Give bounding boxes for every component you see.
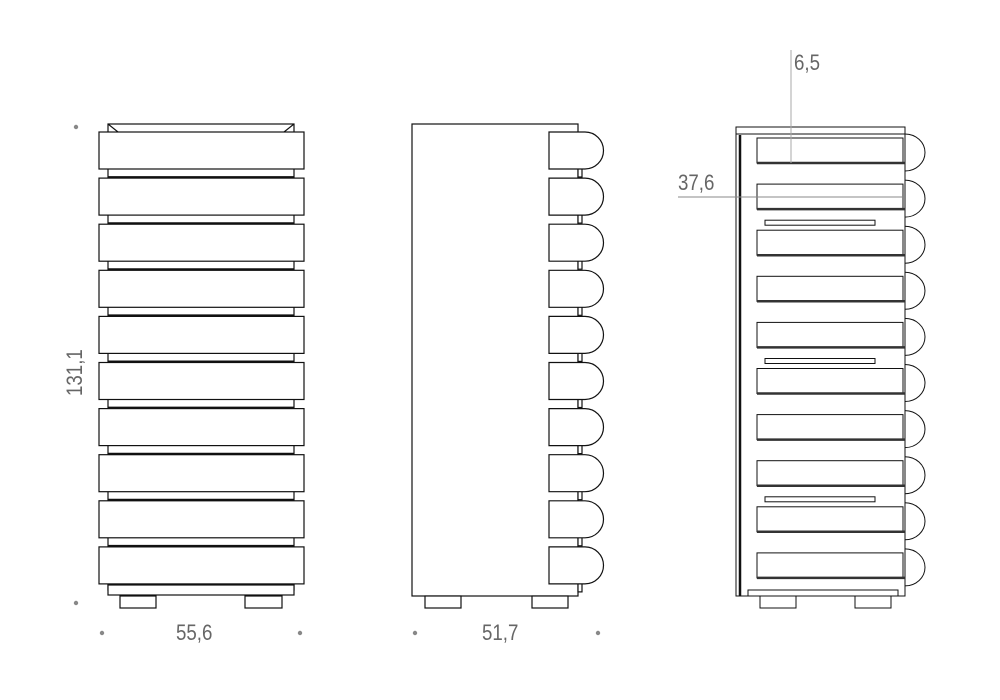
dimension-dot — [595, 630, 601, 636]
drawer-front — [98, 546, 305, 585]
drawer-profile — [548, 361, 605, 401]
drawer-box — [756, 275, 904, 302]
plinth — [107, 584, 295, 596]
section-top-dimension-label: 6,5 — [794, 50, 821, 75]
foot — [244, 595, 283, 609]
drawer-box — [756, 460, 904, 487]
handle-curve — [904, 179, 926, 218]
drawer-profile — [548, 177, 605, 216]
drawer-front — [98, 223, 305, 262]
dimension-dot — [297, 630, 303, 636]
drawer-front — [98, 269, 305, 308]
shelf-strip — [764, 219, 876, 226]
drawer-profile — [548, 454, 605, 493]
dimension-dot — [99, 630, 105, 636]
drawer-profile — [548, 269, 605, 308]
drawer-box — [756, 229, 904, 256]
handle-curve — [904, 410, 926, 449]
dimension-lines — [73, 50, 905, 636]
shelf-strip — [764, 496, 876, 503]
drawer-profile — [548, 408, 605, 447]
dimension-dot — [73, 600, 79, 606]
drawer-box — [756, 506, 904, 533]
drawer-profile — [548, 223, 605, 262]
shelf-strip — [764, 358, 876, 364]
section-plinth — [747, 589, 899, 597]
height-dimension-label: 131,1 — [62, 349, 87, 396]
drawer-box — [756, 368, 904, 394]
handle-curve — [904, 225, 926, 264]
handle-curve — [904, 364, 926, 402]
handle-curve — [904, 548, 926, 587]
drawer-front — [98, 454, 305, 493]
front-view — [98, 123, 305, 609]
handle-curve — [904, 133, 926, 172]
drawer-box — [756, 137, 904, 164]
drawer-front — [98, 177, 305, 216]
section-depth-dimension-label: 37,6 — [678, 170, 715, 195]
foot — [531, 595, 569, 609]
drawer-front — [98, 408, 305, 447]
drawer-box — [756, 321, 904, 348]
drawer-profile — [548, 315, 605, 354]
handle-curve — [904, 502, 926, 541]
drawer-front — [98, 361, 305, 401]
drawer-box — [756, 414, 904, 441]
drawer-profile — [548, 131, 605, 170]
side-view — [411, 123, 605, 609]
drawer-profile — [548, 546, 605, 585]
drawer-front — [98, 500, 305, 539]
handle-curve — [904, 317, 926, 356]
foot — [759, 595, 797, 609]
handle-curve — [904, 456, 926, 495]
top-chamfer — [107, 123, 295, 133]
drawer-profile — [548, 500, 605, 539]
foot — [424, 595, 462, 609]
foot — [854, 595, 892, 609]
depth-dimension-label: 51,7 — [482, 620, 519, 645]
drawer-front — [98, 131, 305, 170]
dimension-dot — [73, 124, 79, 130]
dimension-dot — [412, 630, 418, 636]
width-dimension-label: 55,6 — [176, 620, 213, 645]
section-view — [735, 126, 926, 609]
foot — [119, 595, 157, 609]
handle-curve — [904, 271, 926, 310]
drawer-front — [98, 315, 305, 354]
drawer-box — [756, 552, 904, 579]
